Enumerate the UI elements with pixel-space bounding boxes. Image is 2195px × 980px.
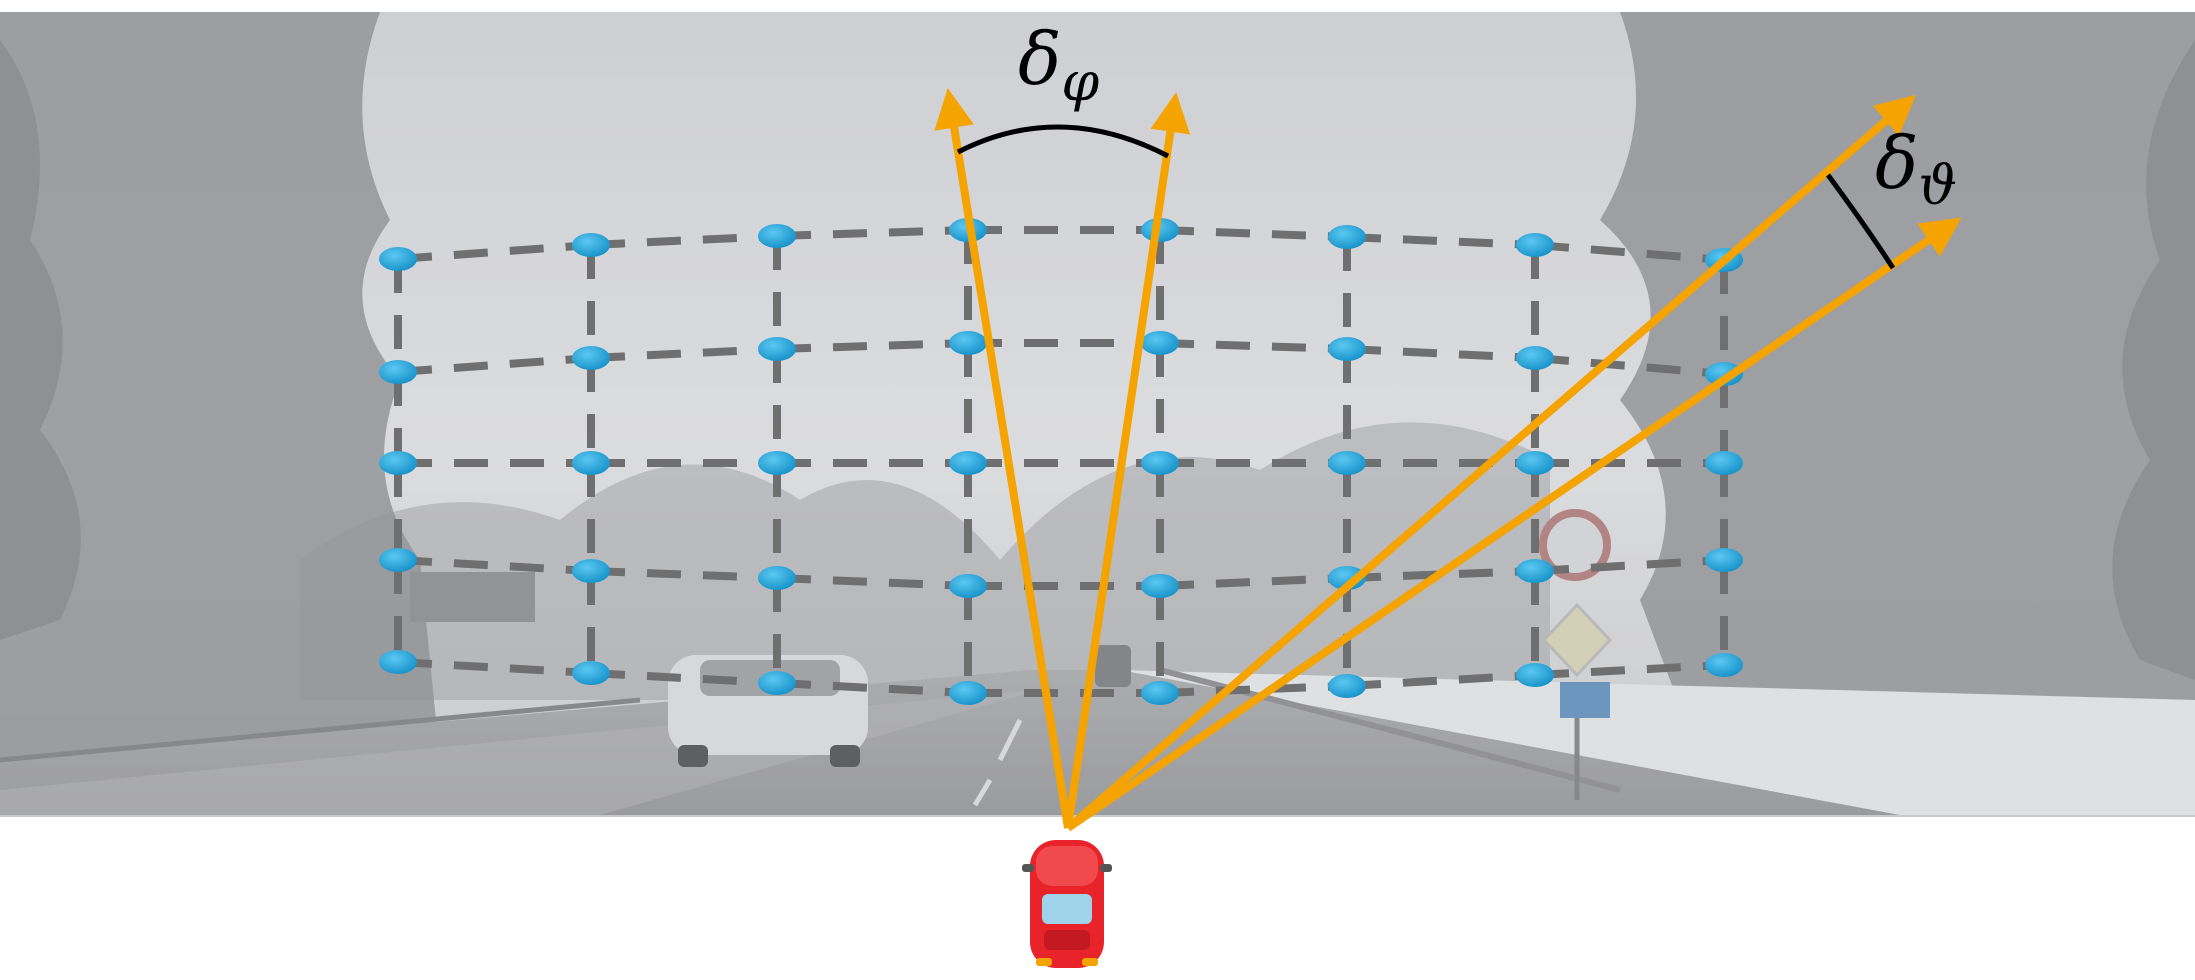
sample-point	[1516, 346, 1554, 370]
sample-point	[1705, 451, 1743, 475]
sample-point	[758, 451, 796, 475]
sample-point	[572, 346, 610, 370]
sample-point	[379, 650, 417, 674]
elevation-ray-lower	[1065, 217, 1962, 832]
sample-point	[1516, 559, 1554, 583]
sample-point	[949, 331, 987, 355]
sample-point	[572, 661, 610, 685]
sample-point	[379, 360, 417, 384]
grid-row-line	[1159, 574, 1348, 590]
rays	[934, 88, 1962, 832]
sample-point	[758, 337, 796, 361]
sample-point	[1516, 451, 1554, 475]
grid-row-line	[590, 345, 778, 362]
grid-row-line	[397, 241, 592, 263]
grid-row-line	[1346, 567, 1536, 582]
grid-row-line	[1159, 226, 1348, 241]
sample-point	[949, 574, 987, 598]
elevation-angle-arc	[1825, 173, 1896, 270]
sample-point	[1328, 225, 1366, 249]
background-photo	[0, 12, 2195, 817]
grid-row-line	[1534, 556, 1725, 575]
sample-point	[379, 548, 417, 572]
sample-point	[1141, 681, 1179, 705]
sample-point	[1328, 451, 1366, 475]
grid-row-line	[1346, 233, 1536, 249]
sample-point	[1141, 331, 1179, 355]
grid-row-line	[776, 226, 969, 240]
sampling-grid	[394, 226, 1728, 697]
sample-point	[1705, 548, 1743, 572]
sample-point	[1516, 233, 1554, 257]
grid-row-line	[1159, 682, 1348, 697]
sample-point	[949, 681, 987, 705]
grid-row-line	[1534, 661, 1725, 679]
sample-point	[949, 451, 987, 475]
sample-point	[1705, 362, 1743, 386]
sample-point	[1328, 566, 1366, 590]
grid-row-line	[1159, 339, 1348, 353]
grid-row-line	[590, 567, 778, 582]
sample-point	[572, 559, 610, 583]
grid-row-line	[1534, 354, 1725, 378]
azimuth-resolution-label: δφ	[1018, 17, 1099, 113]
sample-point	[1516, 663, 1554, 687]
grid-row-line	[1346, 345, 1536, 362]
grid-row-line	[397, 658, 592, 677]
elevation-resolution-label: δϑ	[1875, 121, 1957, 217]
red-car-icon	[1022, 840, 1112, 968]
grid-row-line	[397, 556, 592, 575]
sample-point	[1141, 451, 1179, 475]
sample-point	[379, 451, 417, 475]
grid-row-line	[590, 232, 778, 249]
sample-point	[1141, 218, 1179, 242]
sample-point	[758, 671, 796, 695]
grid-row-line	[1346, 671, 1536, 690]
sample-point	[572, 451, 610, 475]
grid-row-line	[397, 354, 592, 376]
sample-point	[1328, 674, 1366, 698]
grid-row-line	[776, 339, 969, 353]
azimuth-ray-right	[1064, 92, 1191, 829]
sample-point	[758, 566, 796, 590]
sampling-points	[379, 218, 1743, 705]
azimuth-angle-arc	[956, 124, 1170, 159]
azimuth-ray-left	[934, 88, 1072, 829]
sample-point	[379, 247, 417, 271]
elevation-ray-upper	[1065, 94, 1917, 832]
road-signs	[1539, 509, 1613, 800]
sample-point	[572, 233, 610, 257]
grid-row-line	[590, 669, 778, 687]
sample-point	[1141, 574, 1179, 598]
grid-row-line	[776, 574, 969, 590]
sample-point	[1328, 337, 1366, 361]
sample-point	[1705, 653, 1743, 677]
grid-row-line	[776, 679, 969, 697]
sample-point	[758, 224, 796, 248]
grid-row-line	[1534, 241, 1725, 264]
